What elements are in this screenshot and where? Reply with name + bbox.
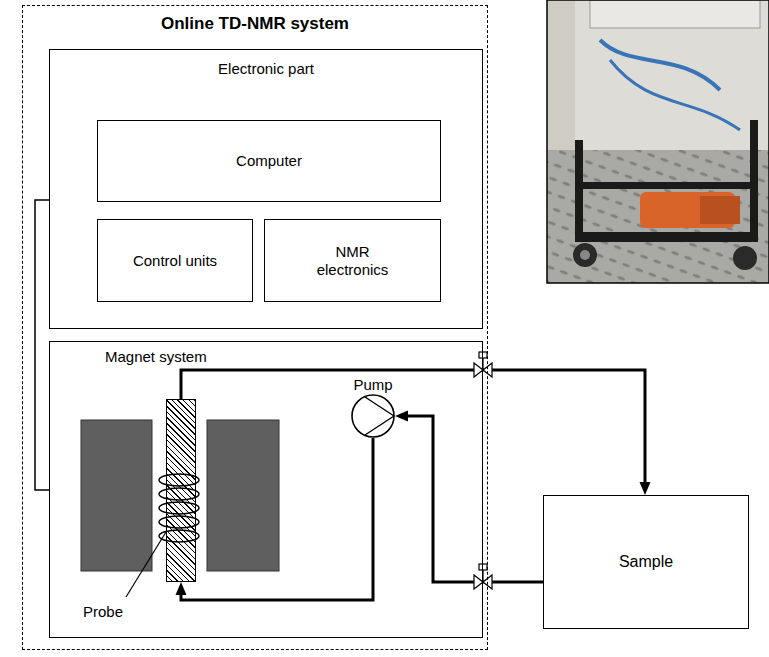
sample-box: Sample [543,495,749,629]
arrowhead [176,582,187,595]
section-box: Magnet systemPumpProbe [49,341,483,638]
section-box: Electronic partComputerControl units NMR … [49,49,483,329]
component-box: NMR electronics [264,219,441,302]
connector-line [35,200,49,490]
connector-line [181,438,373,600]
node-label: NMR electronics [303,243,403,278]
connection-line [35,200,49,490]
node-label: Pump [353,376,392,393]
pump-symbol: Pump [351,394,395,438]
component-box: Computer [97,120,441,202]
probe-tube: Probe [166,399,196,582]
node-label: Electronic part [50,60,482,77]
magnet-pole [207,420,279,571]
component-box: Control units [97,219,253,302]
valve-symbol [474,564,492,589]
system-boundary: Online TD-NMR systemElectronic partCompu… [22,5,488,650]
pump-outline [351,394,395,438]
arrowhead [395,411,408,422]
connector-line [406,416,543,582]
node-label: Probe [83,603,123,620]
flow-pipe [181,370,651,495]
magnet-pole [81,420,152,571]
flow-pipe [176,438,374,600]
photo-inset [547,0,769,283]
rf-coil [159,474,199,542]
arrowhead [640,482,651,495]
leader-line [126,532,166,597]
node-label: Magnet system [105,348,207,365]
node-label: Computer [236,152,302,169]
flow-pipe [395,411,543,583]
node-label: Online TD-NMR system [23,14,487,34]
connector-line [181,370,645,484]
valve-symbol [474,352,492,377]
node-label: Sample [619,553,673,571]
node-label: Control units [133,252,217,269]
